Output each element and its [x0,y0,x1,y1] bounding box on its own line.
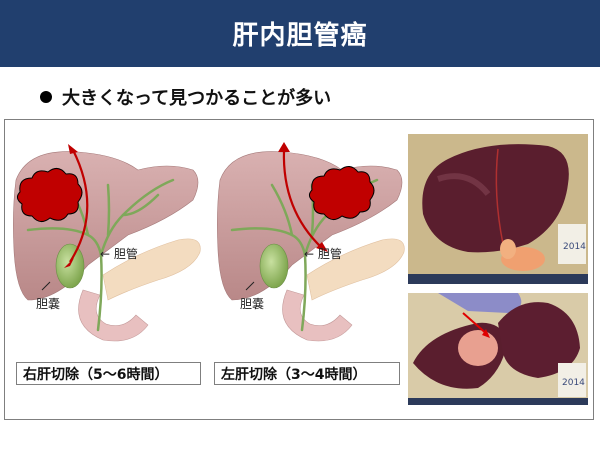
pancreas-shape [306,238,405,301]
liver-diagram-right-hepatectomy [8,140,203,345]
tumor-shape [308,166,375,220]
gallbladder-annotation-2: 胆嚢 [240,297,265,311]
caption-left-hepatectomy: 左肝切除（3〜4時間） [214,362,400,385]
specimen-tag-1: 2014 [563,242,586,252]
slide-title: 肝内胆管癌 [232,21,368,51]
specimen-photo-2: 2014 [408,293,588,405]
bile-duct-annotation-1: ← 胆管 [100,247,138,261]
gallbladder-shape [259,243,289,289]
specimen-photo-1: 2014 [408,134,588,284]
title-bar: 肝内胆管癌 [0,0,600,67]
bullet-text: 大きくなって見つかることが多い [62,88,332,109]
specimen-tag-2: 2014 [562,378,585,388]
duodenum-shape [282,289,353,342]
bile-duct-annotation-2: ← 胆管 [304,247,342,261]
tumor-shape [16,168,83,222]
duodenum-shape [78,289,149,342]
gallbladder-annotation-1: 胆嚢 [36,297,61,311]
bullet-dot-icon [40,91,52,103]
bullet-point: 大きくなって見つかることが多い [40,85,331,109]
pancreas-shape [102,238,201,301]
caption-right-hepatectomy: 右肝切除（5〜6時間） [16,362,201,385]
liver-diagram-left-hepatectomy [212,140,407,345]
